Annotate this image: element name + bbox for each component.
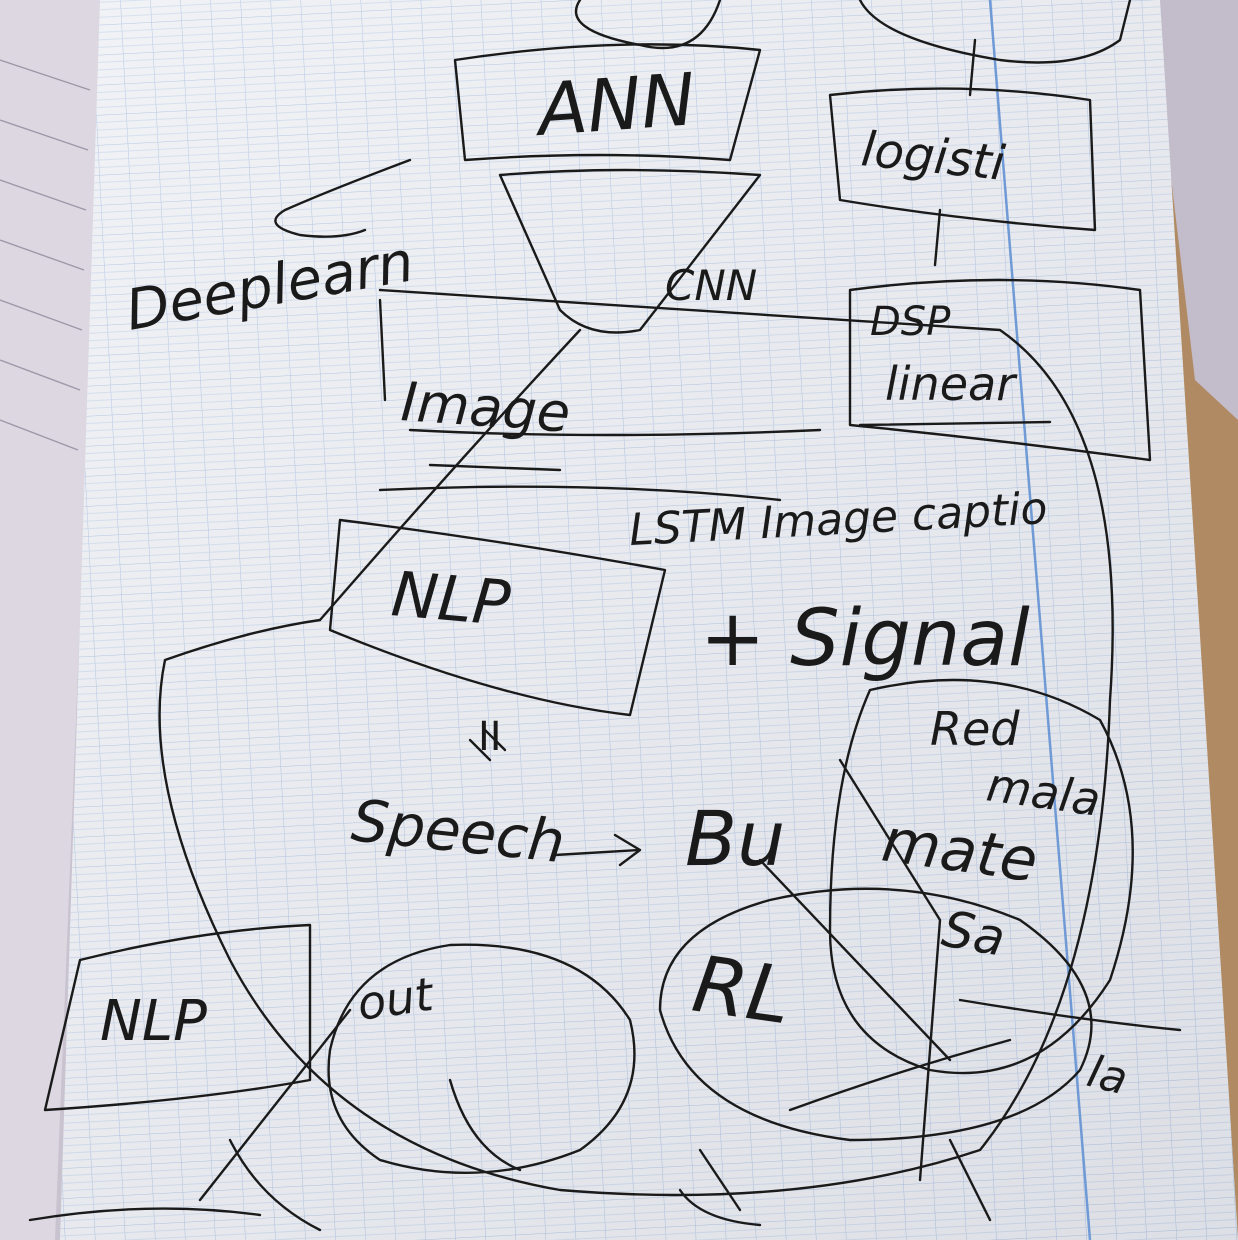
- label-pause: II: [478, 714, 502, 760]
- label-cnn: CNN: [665, 261, 757, 310]
- label-nlp-small: NLP: [100, 989, 207, 1054]
- label-image: Image: [399, 370, 572, 445]
- paper-shading: [60, 0, 1238, 1240]
- handwritten-labels: ANN logisti CNN Deeplearn DSP linear Ima…: [100, 57, 1133, 1105]
- label-out: out: [354, 967, 438, 1031]
- label-nlp-main: NLP: [389, 557, 514, 640]
- margin-line: [988, 0, 1092, 1240]
- right-notebook-corner: [1150, 0, 1238, 420]
- label-ann: ANN: [531, 57, 697, 152]
- label-dsp: DSP: [870, 299, 951, 345]
- label-rl: RL: [687, 940, 796, 1043]
- label-linear: linear: [885, 357, 1018, 411]
- label-sa: Sa: [938, 900, 1010, 968]
- ink-sketch: [28, 0, 1182, 1232]
- label-signal: + Signal: [700, 594, 1030, 684]
- label-red: Red: [930, 702, 1020, 756]
- label-bu: Bu: [685, 794, 785, 883]
- left-page-lines: [0, 59, 91, 451]
